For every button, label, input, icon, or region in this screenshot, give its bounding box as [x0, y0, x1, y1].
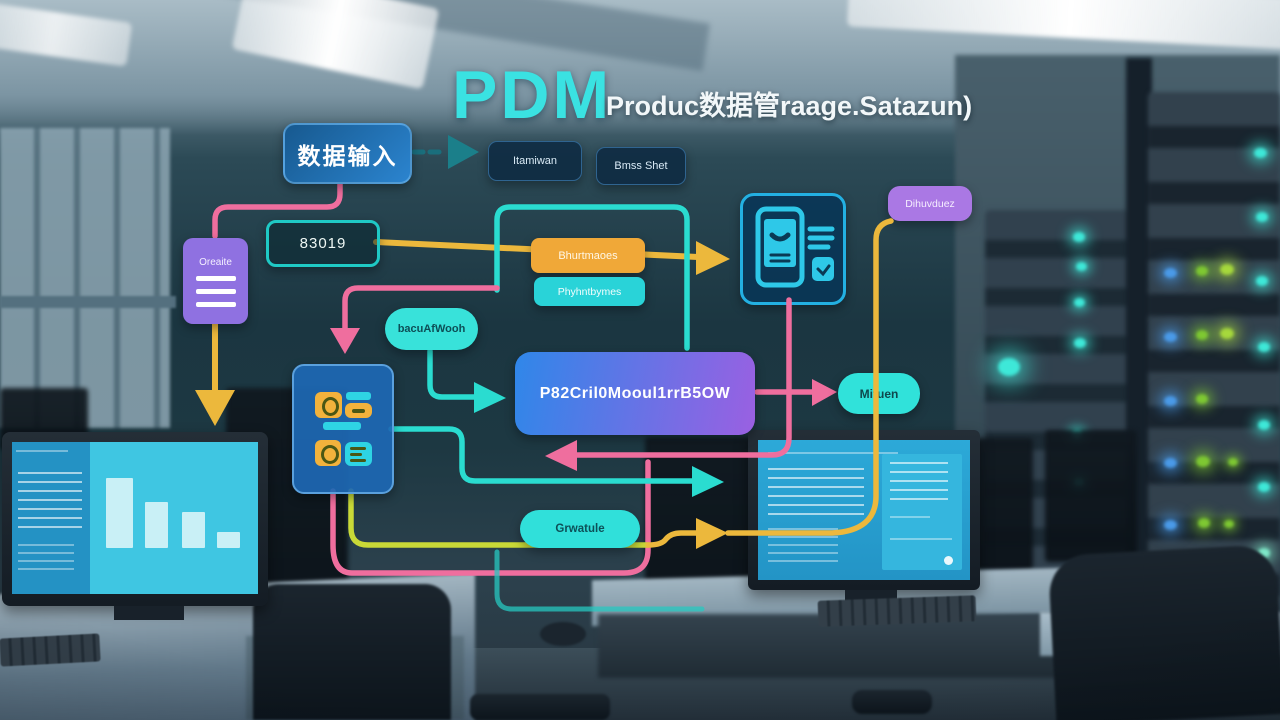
app-tile-icon	[345, 403, 372, 418]
node-label: Bmss Shet	[614, 160, 668, 172]
node-label: 数据输入	[297, 142, 398, 169]
node-create: Oreaite	[183, 238, 248, 324]
bar-chart	[12, 442, 258, 594]
mouse	[540, 622, 586, 646]
window-wall	[0, 128, 170, 428]
background-pc	[975, 438, 1033, 570]
office-chair	[1047, 544, 1280, 720]
monitor-left	[2, 432, 268, 606]
node-grwatule: Grwatule	[520, 510, 640, 548]
background-monitor	[1045, 430, 1137, 562]
node-itamiwan: Itamiwan	[488, 141, 582, 181]
node-teal-pill: bacuAfWooh	[385, 308, 478, 350]
node-dihuvduez: Dihuvduez	[888, 186, 972, 221]
phone-icon	[755, 206, 835, 288]
node-data-input: 数据输入	[283, 123, 412, 184]
wall-rail	[0, 296, 176, 308]
page-subtitle: Produc数据管raage.Satazun)	[606, 91, 973, 121]
screen-panel	[882, 454, 962, 570]
screen-text	[18, 472, 82, 530]
node-bmss-shet: Bmss Shet	[596, 147, 686, 185]
node-83019: 83019	[266, 220, 380, 267]
node-label: bacuAfWooh	[397, 323, 466, 335]
monitor-stand	[114, 606, 184, 620]
node-label: Grwatule	[555, 523, 605, 535]
app-tile-icon	[315, 440, 341, 466]
screen-text	[16, 450, 68, 456]
node-label: 83019	[299, 235, 347, 252]
node-label: Bhurtmaoes	[558, 249, 618, 262]
screen-text	[768, 452, 898, 460]
app-tile-bar	[346, 392, 371, 400]
node-mituen: Mituen	[838, 373, 920, 414]
node-storage: Bhurtmaoes	[531, 238, 645, 273]
keyboard	[817, 595, 977, 627]
app-tile-bar	[323, 422, 361, 430]
app-tile-icon	[345, 442, 372, 466]
node-rhythm: Phyhntbymes	[534, 277, 645, 306]
screen-text	[768, 528, 838, 562]
node-label: Itamiwan	[512, 155, 558, 167]
node-label: Phyhntbymes	[557, 285, 622, 298]
node-label: Dihuvduez	[905, 197, 955, 210]
chair-armrest	[852, 690, 932, 714]
node-device	[740, 193, 846, 305]
node-label: P82Cril0Mooul1rrB5OW	[539, 384, 731, 402]
chair-base	[470, 694, 610, 720]
keyboard	[0, 633, 101, 667]
node-process: P82Cril0Mooul1rrB5OW	[515, 352, 755, 435]
page-title: PDM	[452, 57, 613, 133]
monitor-right	[748, 430, 980, 590]
screen-text	[768, 468, 864, 518]
office-chair	[253, 584, 451, 720]
node-app-grid	[292, 364, 394, 494]
node-label: Mituen	[859, 386, 899, 401]
app-tile-icon	[315, 392, 342, 418]
menu-lines-icon	[195, 276, 236, 281]
screen-text	[18, 544, 74, 574]
node-label: Oreaite	[199, 257, 232, 268]
